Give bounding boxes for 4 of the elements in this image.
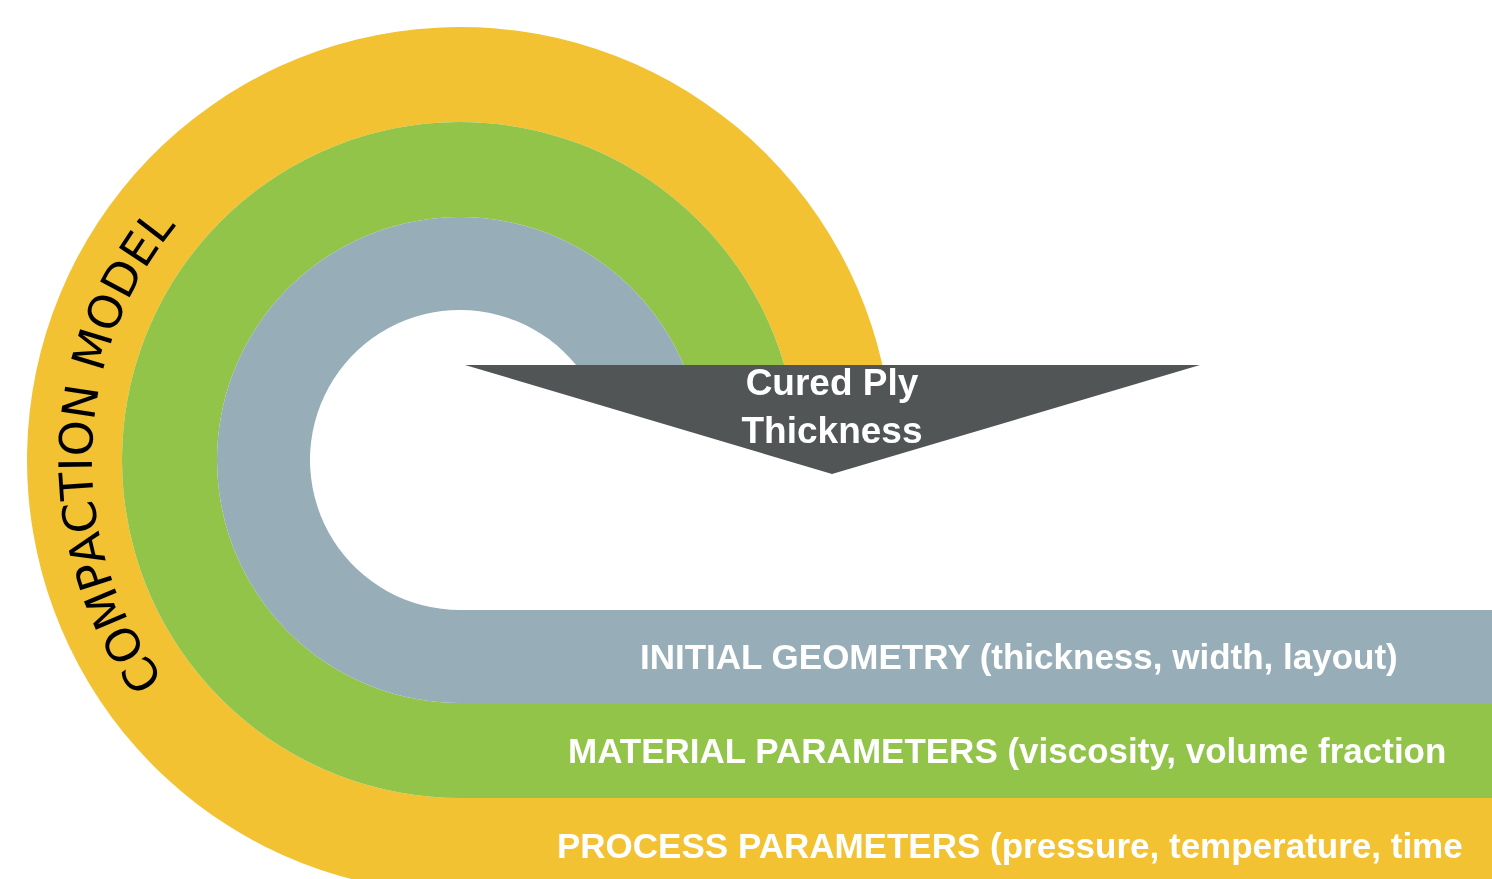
band-label: PROCESS PARAMETERS (pressure, temperature, time	[557, 825, 1463, 866]
band-label: INITIAL GEOMETRY (thickness, width, layout)	[640, 636, 1398, 677]
triangle-label: Cured Ply Thickness	[740, 361, 924, 453]
band-label: MATERIAL PARAMETERS (viscosity, volume fraction	[568, 730, 1447, 771]
